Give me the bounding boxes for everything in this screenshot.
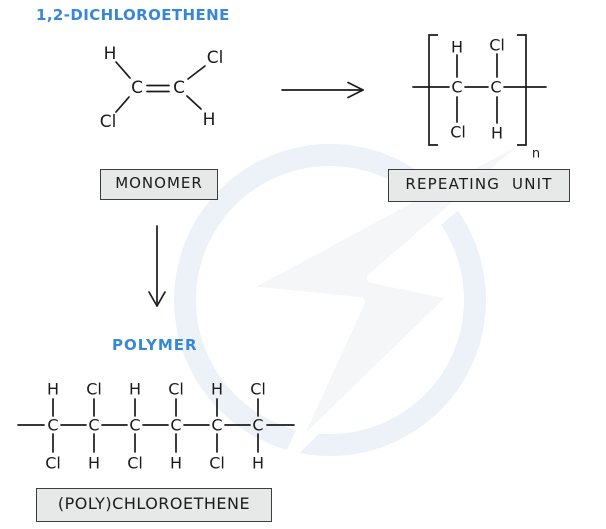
watermark-circle (174, 144, 486, 456)
chain-carbon: C (170, 416, 181, 435)
monomer-bonds (115, 61, 206, 113)
monomer-label-box: MONOMER (100, 169, 218, 200)
atom-label: Cl (489, 36, 505, 55)
substituent-label: H (88, 454, 100, 473)
substituent-label: H (129, 380, 141, 399)
polymerisation-arrow-down-icon (148, 225, 166, 307)
repeating-unit-structure: H Cl C C Cl H n (412, 34, 547, 162)
repeating-unit-bonds (412, 53, 547, 124)
atom-label: H (203, 110, 216, 130)
atom-label: Cl (100, 112, 117, 132)
substituent-label: H (252, 454, 264, 473)
atom-label: Cl (450, 123, 466, 142)
atom-label: C (451, 78, 462, 97)
compound-title: 1,2-DICHLOROETHENE (36, 6, 230, 24)
left-bracket (428, 34, 438, 146)
substituent-label: H (47, 380, 59, 399)
substituent-label: Cl (250, 380, 266, 399)
atom-label: H (104, 44, 117, 64)
atom-label: Cl (207, 48, 224, 68)
substituent-label: Cl (209, 454, 225, 473)
reaction-arrow-right-icon (281, 81, 364, 99)
chain-carbon: C (47, 416, 58, 435)
watermark-lightning-bolt-icon (235, 115, 560, 460)
repeating-unit-label-box: REPEATING UNIT (388, 169, 570, 202)
atom-label: C (490, 78, 501, 97)
substituent-label: H (170, 454, 182, 473)
subscript-n: n (532, 147, 540, 162)
chain-carbon: C (88, 416, 99, 435)
monomer-structure: H Cl C C Cl H (100, 44, 224, 132)
right-bracket (517, 34, 527, 146)
polymer-heading: POLYMER (112, 336, 198, 354)
polymer-label-box: (POLY)CHLOROETHENE (36, 488, 272, 522)
polymer-chain-structure: H Cl H Cl H Cl C C C C C C Cl H Cl H Cl … (17, 380, 295, 473)
substituent-label: Cl (127, 454, 143, 473)
substituent-label: Cl (45, 454, 61, 473)
chain-carbon: C (211, 416, 222, 435)
substituent-label: Cl (86, 380, 102, 399)
substituent-label: Cl (168, 380, 184, 399)
atom-label: C (131, 78, 143, 98)
atom-label: H (491, 124, 503, 143)
substituent-label: H (211, 380, 223, 399)
atom-label: H (451, 38, 463, 57)
atom-label: C (173, 78, 185, 98)
chain-carbon: C (129, 416, 140, 435)
polymer-bonds (17, 398, 295, 453)
chain-carbon: C (252, 416, 263, 435)
